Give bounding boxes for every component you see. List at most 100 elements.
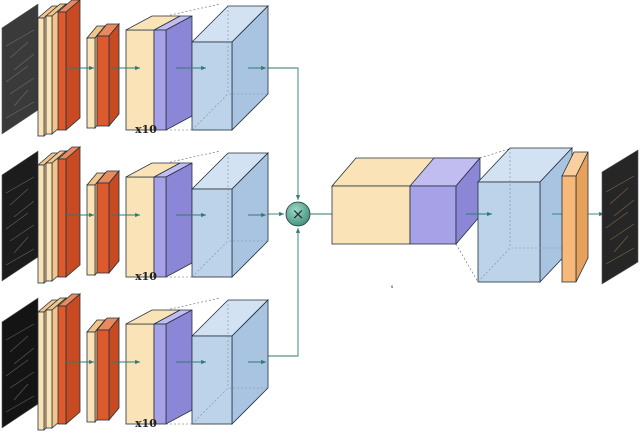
residual-block-lavender xyxy=(153,15,193,131)
conv-block-1-red-side xyxy=(65,293,81,425)
conv-block-1-peach-a-front xyxy=(37,311,45,431)
output-conv-slab-front xyxy=(561,175,577,283)
conv-block-1-peach-b-front xyxy=(45,15,53,135)
residual-block-lavender-front xyxy=(153,29,167,131)
input-image-detail xyxy=(5,212,29,230)
feature-box-front xyxy=(191,335,233,425)
decoder-block-peach xyxy=(331,185,411,245)
input-image-detail xyxy=(9,371,35,389)
projection-line xyxy=(165,150,221,164)
input-image-face xyxy=(1,3,39,135)
residual-block-lavender-front xyxy=(153,323,167,425)
output-image-detail xyxy=(609,223,635,241)
residual-block-lavender xyxy=(153,309,193,425)
decoder-feature-box xyxy=(477,146,573,284)
decoder-box-hidden-edge xyxy=(477,247,572,283)
residual-block-lavender-side xyxy=(165,15,193,131)
input-image-detail xyxy=(9,224,35,242)
feature-box-front xyxy=(191,41,233,131)
input-image xyxy=(1,297,39,429)
conv-block-1-red xyxy=(56,293,82,425)
input-image-detail xyxy=(5,359,29,377)
feature-box xyxy=(191,299,269,425)
connector-bottom xyxy=(268,228,301,357)
fusion-symbol: × xyxy=(292,205,305,223)
input-image xyxy=(1,150,39,282)
conv-block-2-red-front xyxy=(96,182,110,274)
output-image-detail xyxy=(613,235,629,253)
conv-block-1-peach-a-front xyxy=(37,17,45,137)
input-image-detail xyxy=(13,383,29,401)
output-image-detail xyxy=(605,175,635,193)
input-image-detail xyxy=(13,53,35,71)
output-conv-slab xyxy=(561,151,589,283)
conv-block-2-red xyxy=(96,22,120,128)
residual-block-lavender-side xyxy=(165,162,193,278)
input-image-face xyxy=(1,297,39,429)
conv-block-2-red xyxy=(96,316,120,422)
decoder-feature-box-front xyxy=(477,181,541,283)
conv-block-1-peach-a-front xyxy=(37,164,45,284)
output-image-detail xyxy=(605,247,635,265)
input-image-detail xyxy=(5,29,35,47)
input-image-detail xyxy=(5,65,29,83)
conv-block-1-red xyxy=(56,0,81,131)
projection-line xyxy=(455,243,479,283)
output-image-detail xyxy=(613,199,635,217)
residual-block-top xyxy=(125,162,181,178)
residual-block-peach-front xyxy=(125,176,155,278)
output-image-face xyxy=(601,149,639,285)
decoder-block: s xyxy=(331,156,481,290)
conv-block-2-peach-front xyxy=(86,331,96,423)
repeat-label: x10 xyxy=(135,123,157,136)
input-image-detail xyxy=(13,236,29,254)
residual-block-top xyxy=(125,309,181,325)
input-image-detail xyxy=(5,323,35,341)
repeat-label: x10 xyxy=(135,270,157,283)
residual-block-lavender-front xyxy=(153,176,167,278)
conv-block-2-red-front xyxy=(96,35,110,127)
conv-block-1-peach-b-front xyxy=(45,309,53,429)
input-image-detail xyxy=(5,176,35,194)
connectors xyxy=(268,67,301,357)
input-image-face xyxy=(1,150,39,282)
input-image-detail xyxy=(5,395,35,413)
conv-block-2-red-front xyxy=(96,329,110,421)
residual-block-peach xyxy=(125,29,155,131)
conv-block-2-red-side xyxy=(108,316,120,422)
residual-block-lavender-side xyxy=(165,309,193,425)
feature-box-hidden-edge xyxy=(191,387,268,425)
conv-block-2-peach-front xyxy=(86,37,96,129)
residual-block-peach xyxy=(125,176,155,278)
feature-box-front xyxy=(191,188,233,278)
output-image-detail xyxy=(605,211,629,229)
conv-block-1-red xyxy=(56,146,82,278)
input-image-detail xyxy=(9,335,29,353)
input-image-detail xyxy=(13,347,35,365)
encoder-branch-2: x10 xyxy=(1,146,269,284)
conv-block-1-peach-b-front xyxy=(45,162,53,282)
projection-line xyxy=(479,147,513,159)
decoder-stage: s xyxy=(331,146,639,290)
conv-block-2-peach-front xyxy=(86,184,96,276)
residual-block-peach-front xyxy=(125,29,155,131)
projection-line xyxy=(165,3,221,17)
connector-top xyxy=(268,67,301,200)
input-image-detail xyxy=(5,248,35,266)
input-image-detail xyxy=(5,101,35,119)
output-image xyxy=(601,149,639,285)
conv-block-2-red-side xyxy=(108,22,120,128)
residual-block-peach xyxy=(125,323,155,425)
conv-block-2-red xyxy=(96,169,120,275)
output-image-detail xyxy=(609,187,629,205)
feature-box-hidden-edge xyxy=(191,240,268,278)
input-image-detail xyxy=(13,89,29,107)
residual-block-lavender xyxy=(153,162,193,278)
decoder-block-lavender xyxy=(409,185,457,245)
feature-box-hidden-edge xyxy=(191,93,268,131)
conv-block-1-red-front xyxy=(57,158,67,278)
input-image-detail xyxy=(9,188,29,206)
input-image-detail xyxy=(9,41,29,59)
